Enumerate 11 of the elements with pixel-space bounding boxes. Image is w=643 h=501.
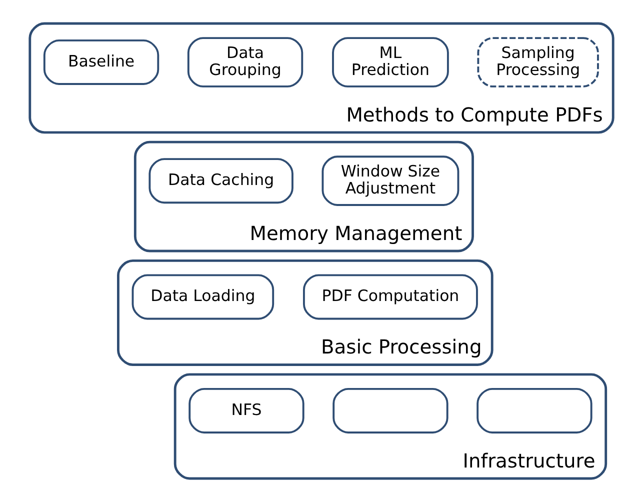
node-box: Window Size Adjustment [322,155,460,206]
node-box: Data Caching [148,158,294,204]
node-box [332,387,448,433]
node-box: PDF Computation [302,274,478,320]
node-box: NFS [188,387,304,433]
node-box: Data Grouping [187,36,304,87]
node-box: Sampling Processing [477,36,599,87]
node-box [476,387,592,433]
node-box: Data Loading [132,274,274,320]
node-box: Baseline [43,39,160,84]
node-box: ML Prediction [332,36,449,87]
